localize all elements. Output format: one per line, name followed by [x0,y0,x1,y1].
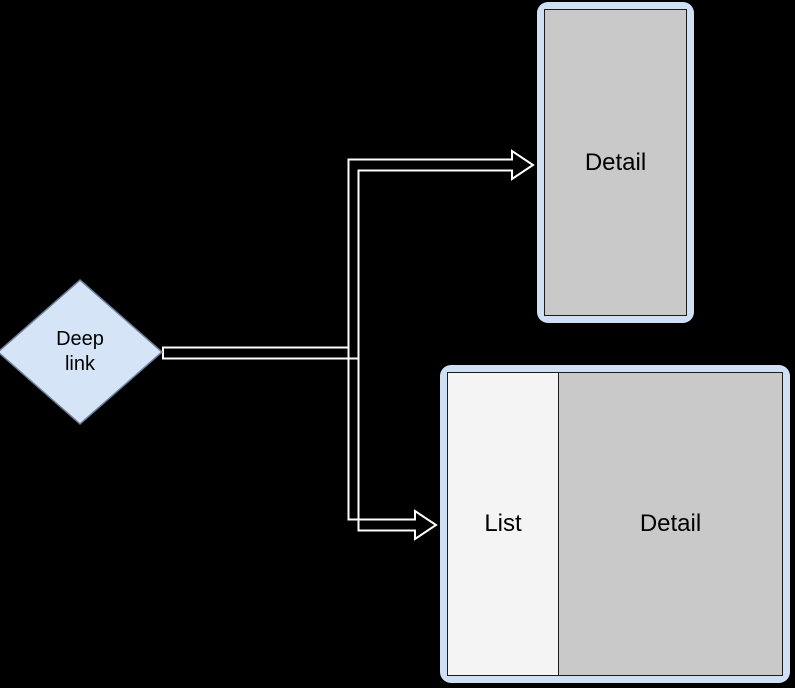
phone-detail-pane: Detail [545,10,686,315]
node-tablet-frame[interactable]: List Detail [440,365,790,683]
node-phone-frame[interactable]: Detail [537,2,694,323]
phone-screen: Detail [544,9,687,316]
tablet-list-pane: List [448,373,559,675]
node-deep-link[interactable]: Deep link [0,278,164,426]
edge-deeplink-to-phone [162,149,535,360]
tablet-screen: List Detail [447,372,783,676]
tablet-detail-pane: Detail [559,373,782,675]
diamond-shape [0,279,164,425]
edge-deeplink-to-tablet [162,346,438,541]
